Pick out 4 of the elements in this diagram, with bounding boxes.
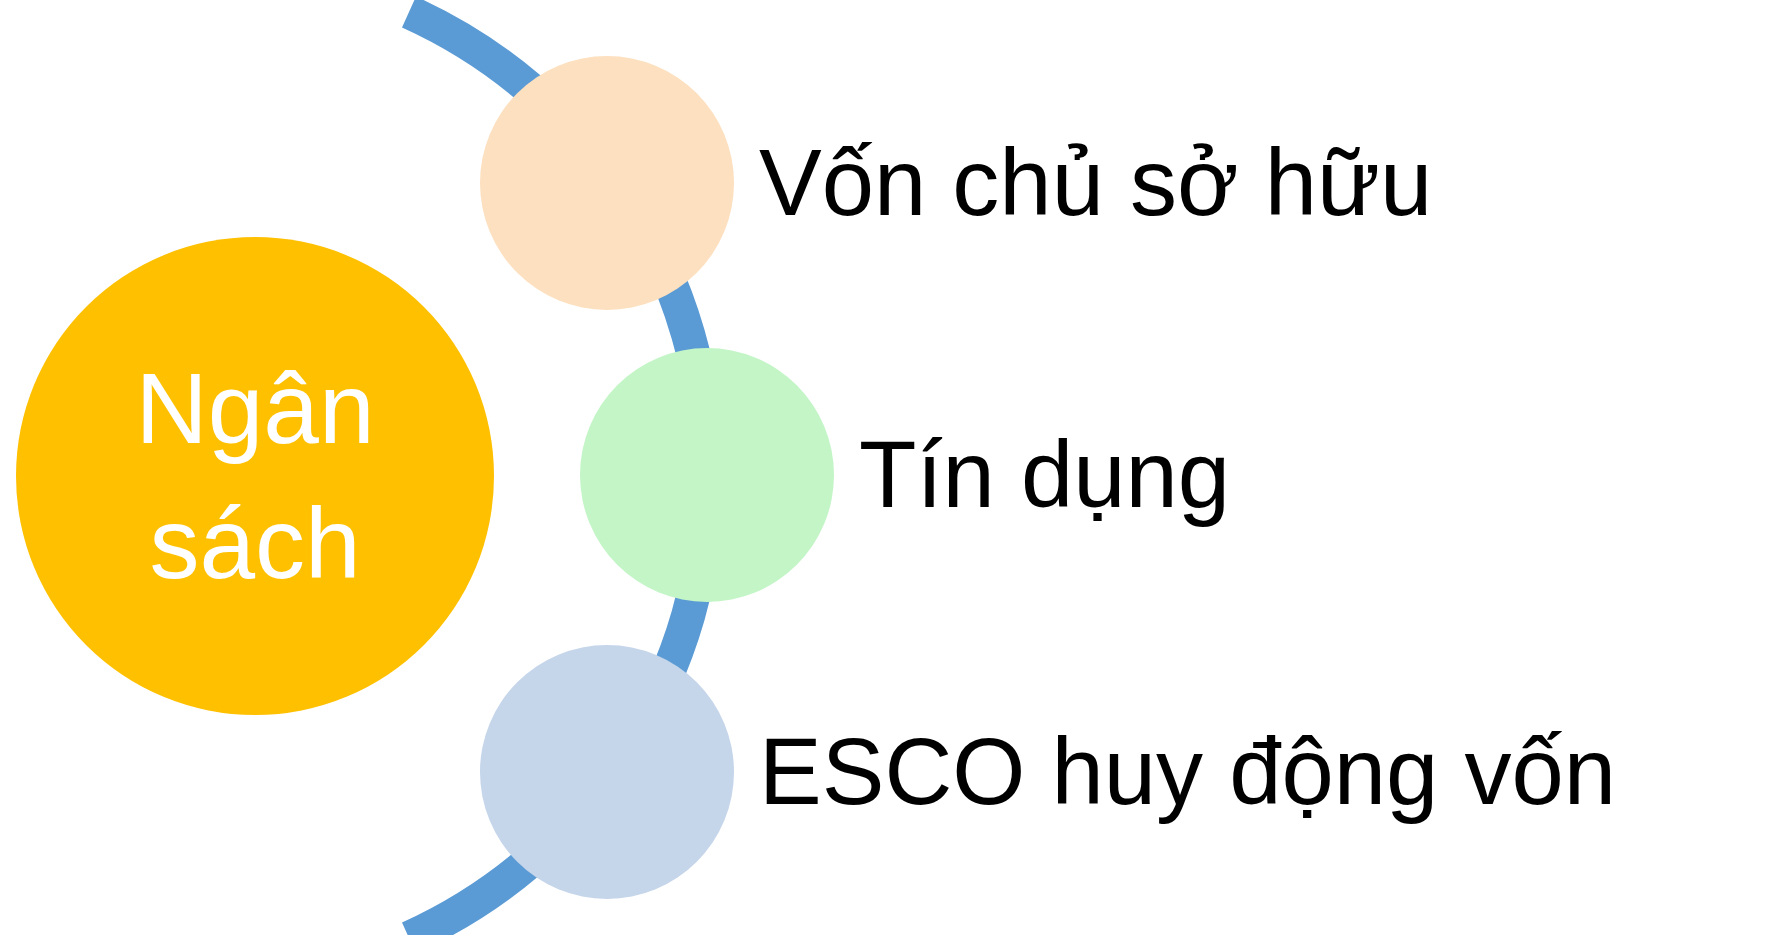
node-title: Ngân sách (134, 351, 376, 601)
item-label: Vốn chủ sở hữu (759, 129, 1433, 237)
item-label: ESCO huy động vốn (759, 718, 1616, 826)
item-label: Tín dụng (859, 421, 1231, 529)
